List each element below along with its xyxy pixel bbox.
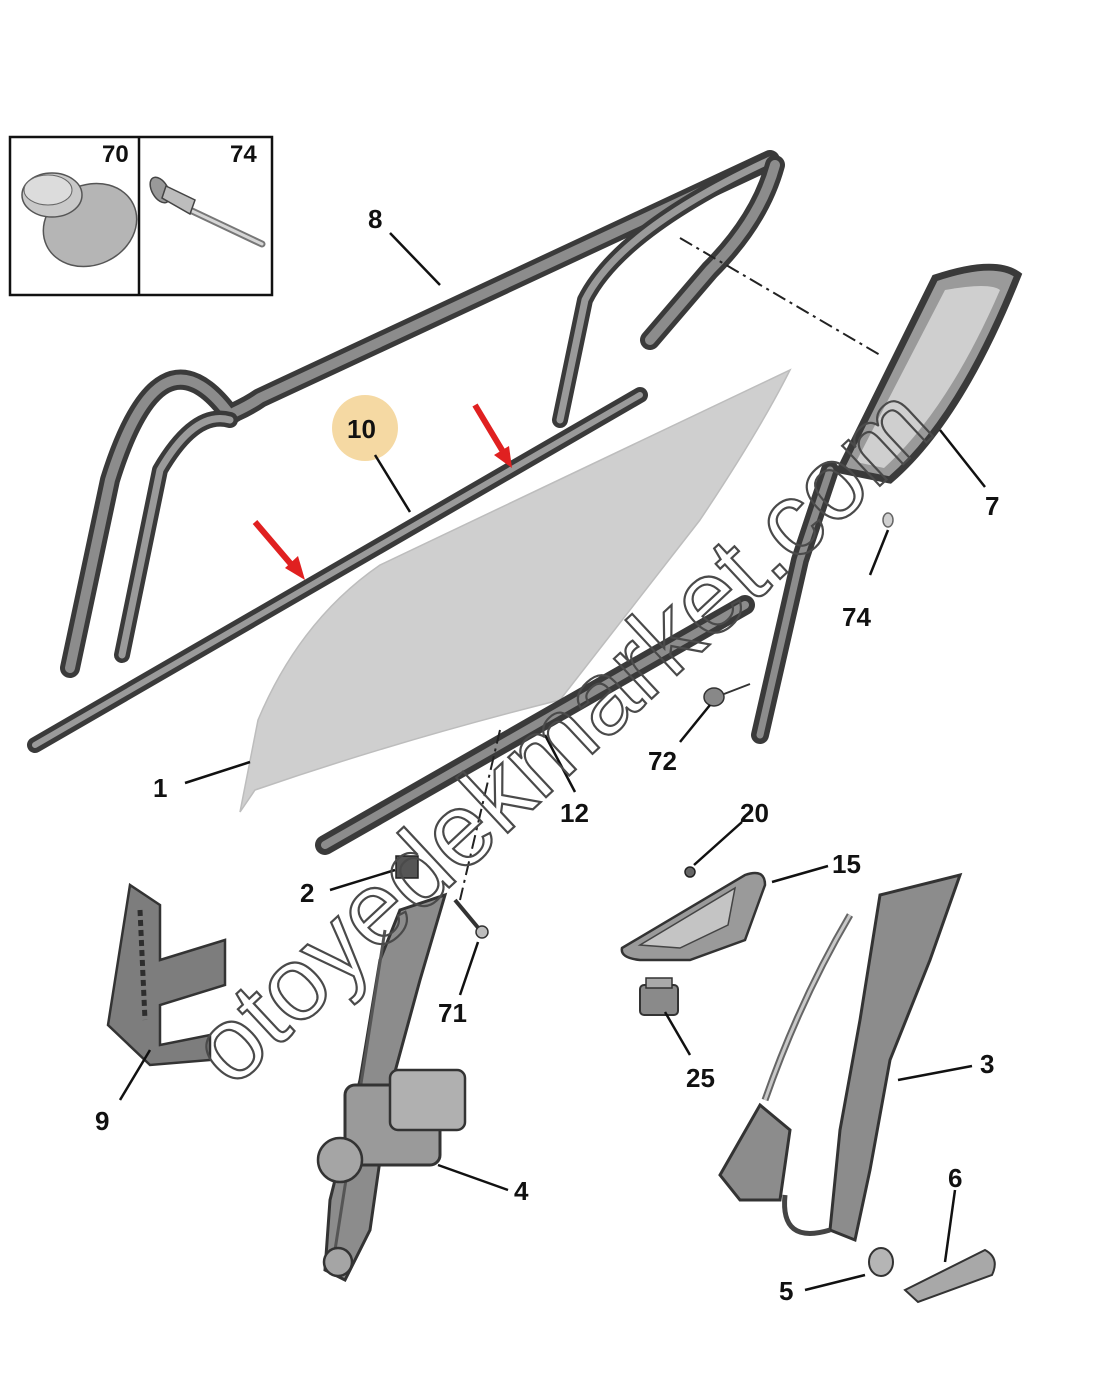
window-regulator-motor bbox=[316, 892, 467, 1283]
rivet-icon bbox=[149, 176, 266, 248]
callout-2: 2 bbox=[300, 878, 314, 908]
rivet-74-icon bbox=[882, 512, 894, 528]
washer-5-icon bbox=[868, 1247, 894, 1277]
alignment-line bbox=[679, 237, 881, 356]
callout-7: 7 bbox=[985, 491, 999, 521]
callout-8: 8 bbox=[368, 204, 382, 234]
callout-9: 9 bbox=[95, 1106, 109, 1136]
quarter-glass-frame bbox=[751, 263, 1023, 744]
inner-belt-strip bbox=[315, 595, 755, 855]
leader-lines bbox=[118, 232, 986, 1292]
callout-74: 74 bbox=[842, 602, 871, 632]
inset-label-70: 70 bbox=[102, 141, 129, 168]
callout-72: 72 bbox=[648, 746, 677, 776]
clip-72-icon bbox=[703, 683, 751, 707]
callout-5: 5 bbox=[779, 1276, 793, 1306]
plug-cap-icon bbox=[21, 172, 138, 268]
door-glass bbox=[239, 368, 792, 813]
switch-25-icon bbox=[639, 977, 679, 1016]
inset-box: 70 74 bbox=[8, 135, 274, 297]
callout-20: 20 bbox=[740, 798, 769, 828]
callout-6: 6 bbox=[948, 1163, 962, 1193]
inner-bracket bbox=[106, 882, 227, 1067]
callout-71: 71 bbox=[438, 998, 467, 1028]
highlight-circle bbox=[332, 395, 398, 461]
red-arrow-icon bbox=[252, 520, 305, 580]
callout-3: 3 bbox=[980, 1049, 994, 1079]
switch-bezel bbox=[620, 871, 767, 962]
screw-71-icon bbox=[453, 898, 489, 939]
manual-regulator bbox=[718, 872, 963, 1243]
callout-1: 1 bbox=[153, 773, 167, 803]
door-frame-seal bbox=[60, 150, 785, 678]
alignment-line bbox=[459, 729, 501, 901]
callout-10: 10 bbox=[347, 414, 376, 444]
callout-15: 15 bbox=[832, 849, 861, 879]
callout-12: 12 bbox=[560, 798, 589, 828]
callout-25: 25 bbox=[686, 1063, 715, 1093]
handle-6-icon bbox=[903, 1248, 996, 1304]
red-arrow-icon bbox=[472, 403, 512, 468]
belt-seal-strip bbox=[27, 387, 648, 753]
callout-4: 4 bbox=[514, 1176, 529, 1206]
clip-2-icon bbox=[395, 855, 419, 879]
inset-label-74: 74 bbox=[230, 141, 257, 168]
screw-20-icon bbox=[684, 866, 696, 878]
